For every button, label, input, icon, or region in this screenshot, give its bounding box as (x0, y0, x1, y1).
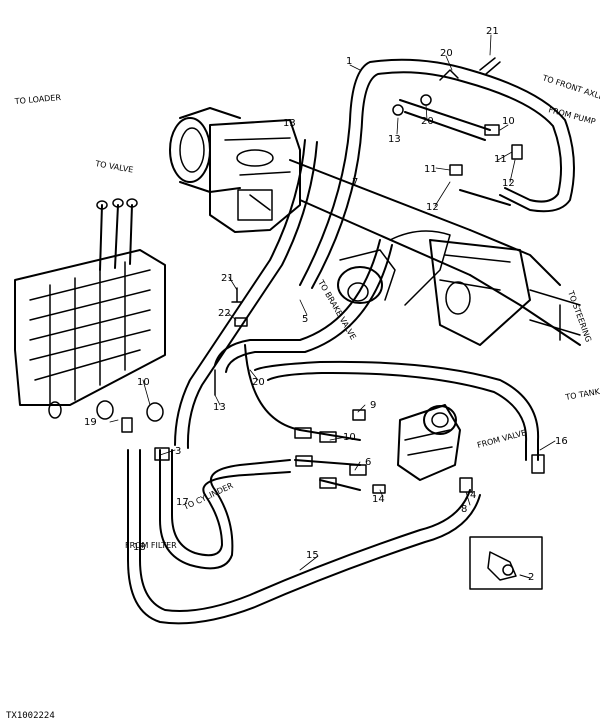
callout-20-mid: 20 (252, 377, 265, 388)
callout-10-left: 10 (137, 377, 150, 388)
callout-21: 21 (221, 273, 234, 284)
callout-6: 6 (365, 457, 371, 468)
label-to-brake-valve: TO BRAKE VALVE (316, 278, 358, 342)
control-valve (14, 198, 166, 422)
figure-code: TX1002224 (6, 711, 55, 721)
callout-12: 12 (426, 202, 439, 213)
callout-5: 5 (302, 314, 308, 325)
hydraulic-pump (397, 404, 461, 481)
label-to-tank: TO TANK (564, 387, 600, 402)
label-from-filter: FROM FILTER (125, 541, 177, 550)
label-from-pump: FROM PUMP (547, 105, 596, 126)
callout-8: 8 (461, 504, 467, 515)
callout-11: 11 (424, 164, 437, 175)
inset-detail (469, 536, 543, 590)
axle-housing (169, 107, 581, 346)
label-to-cylinder: TO CYLINDER (181, 481, 235, 512)
callout-17: 17 (176, 497, 189, 508)
callout-13: 13 (388, 134, 401, 145)
callout-2: 2 (528, 572, 534, 583)
callout-21-top: 21 (486, 26, 499, 37)
callout-19: 19 (84, 417, 97, 428)
label-to-front-axle: TO FRONT AXLE (540, 73, 600, 102)
hoses (127, 58, 575, 625)
callouts: 1 20 21 13 20 10 11 12 11 12 13 21 22 5 … (84, 26, 568, 583)
label-from-valve: FROM VALVE (476, 428, 527, 450)
callout-15: 15 (306, 550, 319, 561)
callout-13-mid: 13 (213, 402, 226, 413)
callout-9: 9 (370, 400, 376, 411)
label-to-valve: TO VALVE (94, 159, 134, 175)
callout-4: 4 (470, 490, 476, 501)
leader-lines (109, 34, 556, 571)
callout-16: 16 (555, 436, 568, 447)
callout-11-right: 11 (494, 154, 507, 165)
callout-13-left: 13 (283, 118, 296, 129)
callout-7: 7 (352, 177, 358, 188)
fittings (121, 57, 545, 494)
callout-10: 10 (502, 116, 515, 127)
callout-20: 20 (421, 116, 434, 127)
callout-14: 14 (372, 494, 385, 505)
callout-20-top: 20 (440, 48, 453, 59)
callout-22: 22 (218, 308, 231, 319)
callout-12-right: 12 (502, 178, 515, 189)
callout-1: 1 (346, 56, 352, 67)
callout-18: 18 (133, 542, 146, 553)
label-to-loader: TO LOADER (13, 93, 61, 106)
callout-10-mid: 10 (343, 432, 356, 443)
callout-3: 3 (175, 446, 181, 457)
